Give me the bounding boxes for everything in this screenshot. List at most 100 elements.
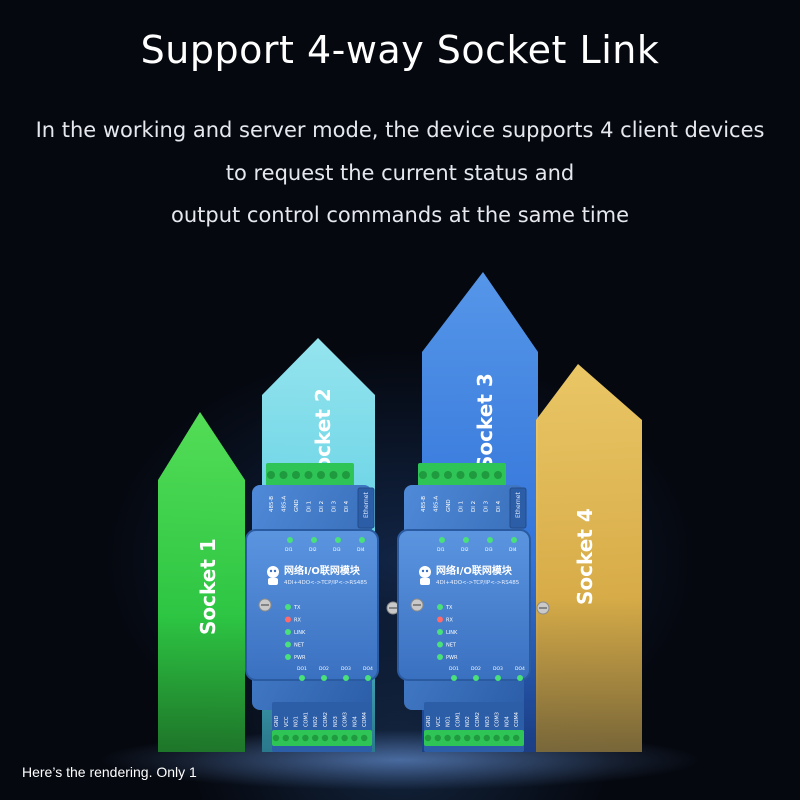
status-led-label: PWR: [294, 655, 306, 661]
bottom-terminal-label: NO3: [485, 716, 491, 727]
io-module-2: Ethernet 网络I/O联网模块 4DI+4DO<->TCP/IP<->RS…: [397, 463, 550, 752]
terminal-screw: [454, 734, 461, 742]
description-line-3: output control commands at the same time: [170, 203, 630, 227]
page-title: Support 4-way Socket Link: [140, 28, 660, 72]
bottom-terminal-label: NO4: [504, 716, 510, 727]
caption-text: Here’s the rendering. Only 1: [22, 764, 197, 780]
status-led-label: LINK: [294, 630, 306, 636]
terminal-screw: [341, 734, 348, 742]
top-terminal-label: DI 1: [307, 501, 313, 512]
status-led: [285, 654, 291, 660]
top-terminal-label: 485-B: [421, 496, 427, 512]
status-led: [285, 604, 291, 610]
status-led: [437, 604, 443, 610]
terminal-screw: [272, 734, 280, 742]
terminal-screw: [331, 734, 338, 742]
terminal-screw: [317, 471, 325, 479]
screw-icon: [258, 598, 272, 612]
terminal-screw: [456, 471, 465, 479]
ethernet-port: [509, 487, 527, 529]
robot-icon: [267, 566, 279, 585]
screw-icon: [410, 598, 424, 612]
status-led-label: NET: [446, 643, 457, 649]
status-led-label: TX: [293, 605, 301, 611]
bottom-terminal-label: VCC: [284, 716, 290, 727]
top-terminal-label: DI 4: [496, 500, 502, 512]
status-led-label: TX: [445, 605, 453, 611]
top-terminal-label: DI 2: [471, 501, 477, 512]
bottom-terminal-label: NO1: [294, 716, 300, 727]
do-led: [321, 675, 327, 681]
status-led-label: RX: [446, 618, 453, 624]
di-led-label: DI3: [485, 547, 493, 553]
status-led-label: PWR: [446, 655, 458, 661]
di-led: [287, 537, 293, 543]
ethernet-port: [357, 487, 375, 529]
screw-icon: [536, 601, 550, 615]
top-terminal-label: 485-A: [434, 496, 440, 512]
do-led: [473, 675, 479, 681]
socket-label-3: Socket 3: [473, 373, 497, 470]
top-terminal-label: DI 3: [332, 500, 338, 512]
di-led-label: DI3: [333, 547, 341, 553]
socket-arrow-4: Socket 4: [536, 364, 642, 752]
status-led: [437, 654, 443, 660]
io-module-1: Ethernet 网络I/O联网模块 4DI+4DO<->TCP/IP<->RS…: [245, 463, 400, 752]
terminal-screw: [361, 734, 368, 742]
di-led: [359, 537, 365, 543]
do-led-label: DO4: [363, 666, 373, 672]
status-led-label: RX: [294, 618, 301, 624]
robot-icon: [419, 566, 431, 585]
top-terminal-label: DI 3: [484, 500, 490, 512]
bottom-terminal-label: NO3: [333, 716, 339, 727]
terminal-screw: [444, 734, 451, 742]
do-led-label: DO3: [493, 666, 503, 672]
terminal-screw: [267, 471, 275, 479]
status-led: [437, 629, 443, 635]
di-led: [463, 537, 469, 543]
di-led: [511, 537, 517, 543]
di-led-label: DI4: [509, 547, 517, 553]
do-led: [495, 675, 501, 681]
bottom-terminal-label: COM4: [514, 712, 520, 727]
terminal-screw: [292, 734, 299, 742]
do-led: [343, 675, 349, 681]
top-terminal-label: 485-A: [282, 496, 288, 512]
di-led-label: DI2: [309, 547, 317, 553]
status-led: [437, 641, 443, 648]
status-led: [285, 629, 291, 635]
terminal-screw: [351, 734, 358, 742]
terminal-screw: [302, 734, 309, 742]
terminal-screw: [481, 471, 490, 479]
do-led: [365, 675, 371, 681]
di-led: [439, 537, 445, 543]
top-terminal-label: GND: [294, 499, 300, 512]
socket-label-4: Socket 4: [573, 508, 597, 605]
bottom-terminal-label: COM4: [362, 712, 368, 727]
terminal-screw: [321, 734, 329, 742]
bottom-terminal-label: NO2: [313, 716, 319, 727]
module-name: 网络I/O联网模块: [436, 564, 513, 577]
terminal-screw: [282, 734, 289, 742]
do-led-label: DO4: [515, 666, 525, 672]
status-led-label: NET: [294, 643, 305, 649]
terminal-screw: [469, 471, 477, 479]
terminal-screw: [503, 734, 510, 742]
ethernet-label: Ethernet: [363, 492, 370, 518]
bottom-terminal-label: GND: [274, 715, 280, 727]
terminal-screw: [279, 471, 288, 479]
terminal-screw: [434, 734, 441, 742]
terminal-screw: [493, 734, 500, 742]
module-subtitle: 4DI+4DO<->TCP/IP<->RS485: [284, 580, 368, 586]
bottom-terminal-label: COM1: [455, 712, 461, 727]
di-led: [311, 537, 317, 543]
top-terminal-label: GND: [446, 499, 452, 512]
bottom-terminal-label: COM2: [323, 712, 329, 727]
di-led: [335, 537, 341, 543]
status-led: [285, 641, 291, 648]
do-led: [299, 675, 305, 681]
di-led-label: DI1: [285, 547, 293, 553]
do-led-label: DO2: [319, 666, 329, 672]
module-front-plate: [245, 529, 379, 681]
